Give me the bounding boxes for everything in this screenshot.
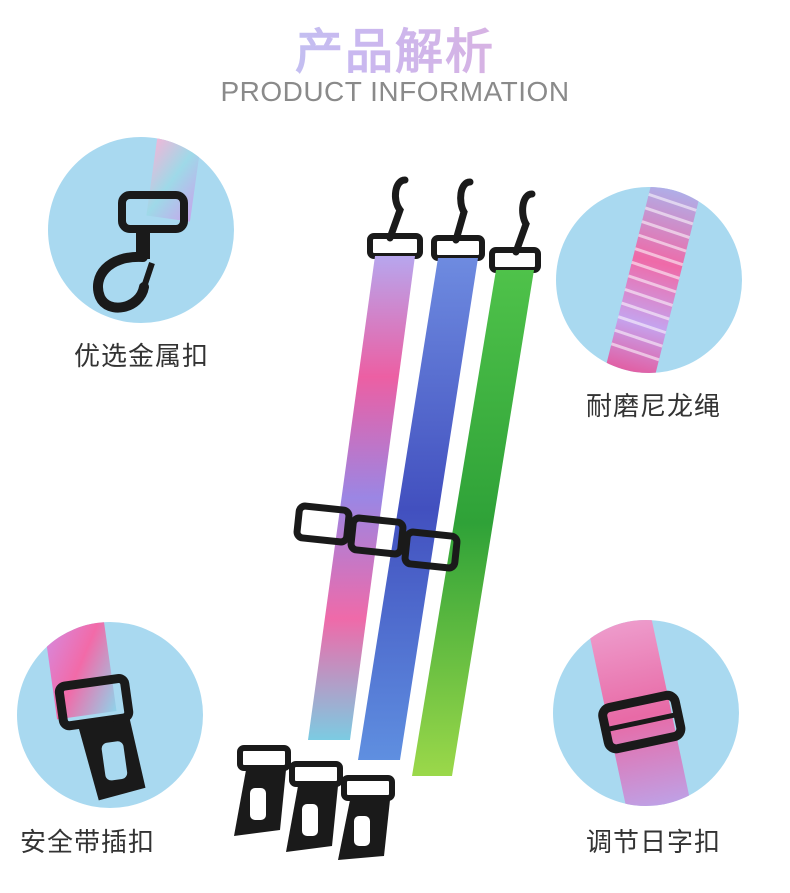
seatbelt-buckle-icon [43, 622, 146, 801]
feature-label-snap-hook: 优选金属扣 [74, 342, 210, 372]
feature-image-elastic-strap [556, 187, 742, 373]
feature-image-snap-hook [48, 137, 234, 323]
feature-image-seatbelt-buckle [17, 622, 203, 808]
feature-label-elastic-strap: 耐磨尼龙绳 [586, 392, 722, 422]
strap-blue [286, 178, 485, 852]
elastic-strap-icon [602, 187, 703, 373]
strap-green [338, 190, 541, 860]
page-subtitle: PRODUCT INFORMATION [220, 76, 570, 107]
feature-label-adjuster-buckle: 调节日字扣 [586, 828, 722, 858]
snap-hook-icon [93, 137, 202, 313]
feature-image-adjuster-buckle [553, 620, 739, 806]
feature-label-seatbelt-buckle: 安全带插扣 [20, 828, 156, 858]
product-photo [234, 176, 541, 860]
strap-pink [234, 176, 423, 836]
adjuster-buckle-icon [586, 620, 693, 806]
page-title: 产品解析 [0, 12, 790, 82]
